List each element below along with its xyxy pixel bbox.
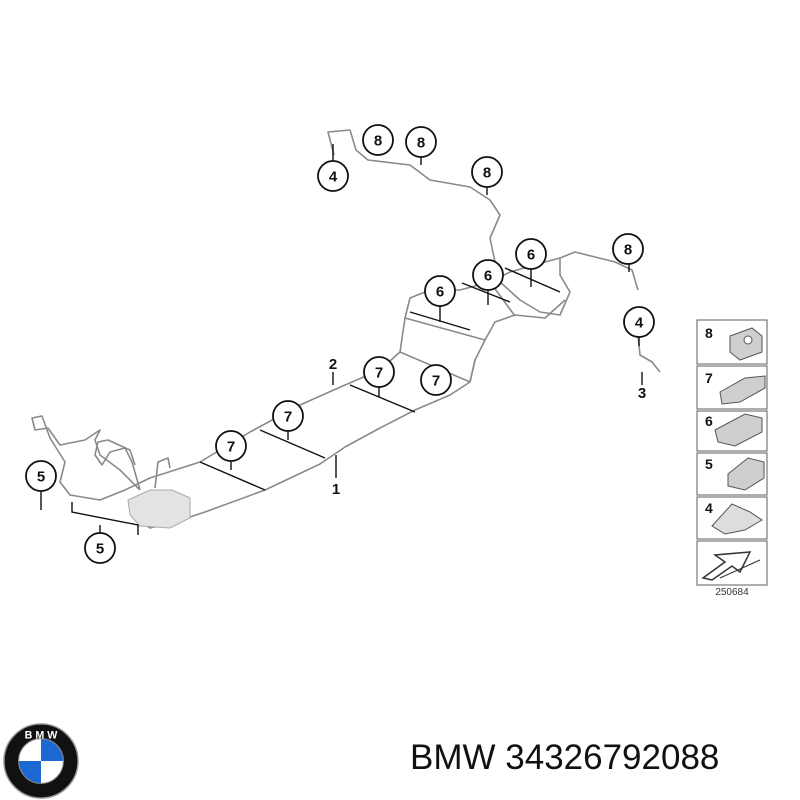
legend-item-label: 8 bbox=[705, 325, 713, 341]
legend-item-label: 4 bbox=[705, 500, 713, 516]
legend-item-label: 5 bbox=[705, 456, 713, 472]
callout-label: 5 bbox=[96, 541, 104, 558]
direction-arrow-icon bbox=[701, 551, 752, 581]
brake-pipes bbox=[31, 129, 661, 529]
front-left-pipes bbox=[31, 415, 171, 501]
callout-label: 6 bbox=[436, 284, 444, 301]
brand-part-number: BMW 34326792088 bbox=[410, 738, 720, 777]
svg-text:B M W: B M W bbox=[25, 730, 59, 742]
part-label-1: 1 bbox=[332, 481, 340, 498]
parts-legend: 8 7 6 5 4 250684 bbox=[696, 319, 768, 598]
part-label-2: 2 bbox=[329, 356, 337, 373]
clip-5-icon bbox=[727, 457, 765, 491]
clip-7-icon bbox=[719, 375, 766, 405]
legend-item: 5 bbox=[696, 452, 768, 496]
legend-arrow-box bbox=[696, 540, 768, 586]
callout-bubble: 6 bbox=[472, 259, 504, 291]
callout-label: 7 bbox=[375, 365, 383, 382]
callout-bubble: 8 bbox=[362, 124, 394, 156]
callout-bubble: 5 bbox=[84, 532, 116, 564]
legend-item: 8 bbox=[696, 319, 768, 365]
callout-label: 6 bbox=[527, 247, 535, 264]
callout-bubble: 5 bbox=[25, 460, 57, 492]
callout-label: 8 bbox=[417, 135, 425, 152]
callout-label: 8 bbox=[624, 242, 632, 259]
callout-bubble: 7 bbox=[272, 400, 304, 432]
pipe-1-main bbox=[139, 299, 566, 529]
callout-bubble: 8 bbox=[612, 233, 644, 265]
legend-item: 6 bbox=[696, 410, 768, 452]
callout-bubble: 6 bbox=[424, 275, 456, 307]
leader-lines bbox=[40, 144, 643, 535]
callout-bubble: 8 bbox=[405, 126, 437, 158]
callout-bubble: 7 bbox=[363, 356, 395, 388]
callout-label: 7 bbox=[432, 373, 440, 390]
callout-bubble: 4 bbox=[623, 306, 655, 338]
callout-label: 7 bbox=[227, 439, 235, 456]
callout-bubble: 4 bbox=[317, 160, 349, 192]
legend-item: 7 bbox=[696, 365, 768, 410]
callout-label: 4 bbox=[329, 169, 338, 186]
pipe-3-hose bbox=[637, 334, 661, 373]
diagram-reference-number: 250684 bbox=[715, 587, 749, 598]
callout-label: 7 bbox=[284, 409, 292, 426]
callout-bubble: 8 bbox=[471, 156, 503, 188]
callout-label: 4 bbox=[635, 315, 644, 332]
abs-unit bbox=[127, 489, 191, 529]
clip-6-icon bbox=[714, 413, 763, 447]
pipe-2-main bbox=[124, 257, 561, 491]
callout-bubble: 7 bbox=[215, 430, 247, 462]
callout-label: 5 bbox=[37, 469, 45, 486]
callout-bubble: 6 bbox=[515, 238, 547, 270]
abs-unit-body bbox=[127, 489, 191, 529]
part-label-3: 3 bbox=[638, 385, 646, 402]
legend-item-label: 6 bbox=[705, 413, 713, 429]
legend-item-label: 7 bbox=[705, 370, 713, 386]
callout-label: 8 bbox=[483, 165, 491, 182]
callout-bubble: 7 bbox=[420, 364, 452, 396]
legend-item: 4 bbox=[696, 496, 768, 540]
bmw-logo: B M W bbox=[3, 723, 79, 799]
bracket-4-icon bbox=[711, 503, 763, 535]
callout-label: 6 bbox=[484, 268, 492, 285]
callout-label: 8 bbox=[374, 133, 382, 150]
